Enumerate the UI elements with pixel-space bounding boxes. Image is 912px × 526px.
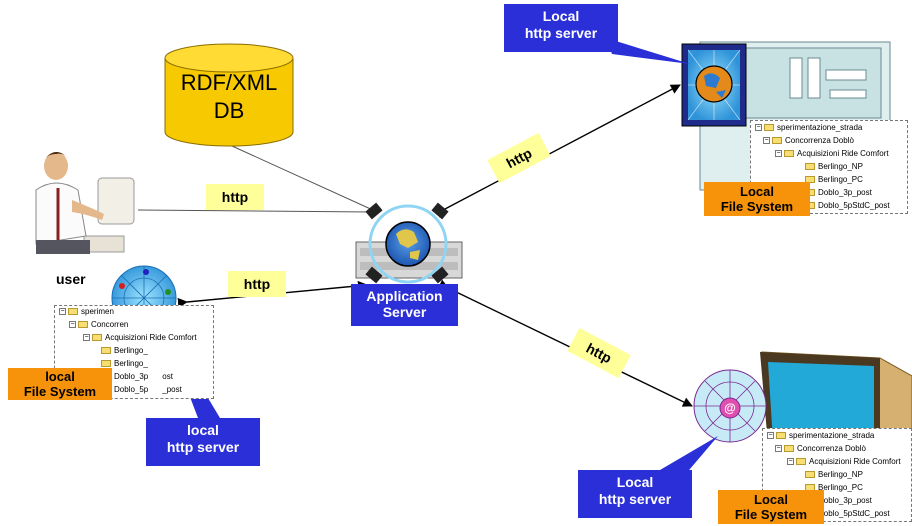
tree-item-label: Doblo_3p <box>114 372 149 381</box>
tree-row[interactable]: Berlingo_NP <box>805 470 863 480</box>
tree-item-label: Berlingo_PC <box>818 175 863 184</box>
folder-icon <box>776 432 786 440</box>
top-http-server-callout: Local http server <box>504 4 618 52</box>
tree-row[interactable]: Berlingo_ <box>101 359 148 369</box>
tree-row[interactable]: −Concorrenza Doblò <box>775 444 866 453</box>
folder-icon <box>68 308 78 316</box>
bottom-http-server-callout: Local http server <box>578 470 692 518</box>
tree-item-label: Doblo_3p_post <box>818 188 872 197</box>
database-icon <box>164 43 294 147</box>
globe-web-icon <box>681 43 747 127</box>
top-callout-line1: Local <box>542 8 580 24</box>
email-web-icon: @ <box>693 369 767 443</box>
local-http-server-callout: local http server <box>146 418 260 466</box>
left-file-system-label: local File System <box>8 368 112 400</box>
tree-row[interactable]: Doblo_3p_post <box>805 188 872 198</box>
svg-text:@: @ <box>724 401 736 415</box>
top-server-connector <box>434 84 681 218</box>
application-server-line1: Application <box>366 288 443 304</box>
tree-item-label: Acquisizioni Ride Comfort <box>105 333 197 342</box>
tree-item-suffix: _post <box>162 385 182 394</box>
bottom-fs-line2: File System <box>734 507 808 522</box>
tree-item-label: Berlingo_NP <box>818 162 863 171</box>
db-label-line1: RDF/XML <box>180 70 278 95</box>
folder-icon <box>805 471 815 479</box>
tree-item-label: sperimentazione_strada <box>789 431 875 440</box>
folder-icon <box>78 321 88 329</box>
tree-item-label: Doblo_5pStdC_post <box>818 509 890 518</box>
tree-row[interactable]: −sperimentazione_strada <box>755 123 863 132</box>
top-fs-line1: Local <box>740 184 774 199</box>
left-fs-line1: local <box>45 369 75 384</box>
user-connector <box>137 209 373 213</box>
folder-icon <box>772 137 782 145</box>
user-label: user <box>56 271 86 287</box>
tree-row[interactable]: −Concorren <box>69 320 129 329</box>
tree-row[interactable]: −Acquisizioni Ride Comfort <box>775 149 889 158</box>
tree-item-suffix: ost <box>162 372 173 381</box>
tree-row[interactable]: −sperimen <box>59 307 114 316</box>
top-callout-tail <box>606 38 690 64</box>
tree-row[interactable]: −Acquisizioni Ride Comfort <box>787 457 901 466</box>
tree-row[interactable]: Berlingo_ <box>101 346 148 356</box>
tree-row[interactable]: Doblo_5pStdC_post <box>805 201 890 211</box>
tree-row[interactable]: −Concorrenza Doblò <box>763 136 854 145</box>
left-callout-line1: local <box>187 422 219 438</box>
application-server-icon <box>355 202 463 284</box>
tree-row[interactable]: −Acquisizioni Ride Comfort <box>83 333 197 342</box>
tree-item-label: Berlingo_ <box>114 346 148 355</box>
local-http-label: http <box>228 271 286 297</box>
folder-icon <box>92 334 102 342</box>
tree-item-label: Doblo_5p <box>114 385 149 394</box>
top-right-file-system-label: Local File System <box>704 182 810 216</box>
bottom-callout-tail <box>660 436 718 476</box>
tree-item-label: sperimentazione_strada <box>777 123 863 132</box>
tree-item-label: Concorrenza Doblò <box>797 444 866 453</box>
application-server-label: Application Server <box>351 284 458 326</box>
folder-icon <box>784 445 794 453</box>
folder-icon <box>796 458 806 466</box>
tree-item-label: Berlingo_PC <box>818 483 863 492</box>
folder-icon <box>805 163 815 171</box>
db-label-line2: DB <box>213 98 245 123</box>
tree-row[interactable]: Berlingo_PC <box>805 175 863 185</box>
user-http-label: http <box>206 184 264 210</box>
tree-item-label: Berlingo_ <box>114 359 148 368</box>
bottom-right-file-system-label: Local File System <box>718 490 824 524</box>
folder-icon <box>101 347 111 355</box>
tree-item-label: Doblo_3p_post <box>818 496 872 505</box>
db-connector <box>231 145 376 212</box>
top-fs-line2: File System <box>720 199 794 214</box>
bottom-callout-line1: Local <box>616 474 654 490</box>
user-icon <box>35 152 135 254</box>
tree-row[interactable]: Berlingo_NP <box>805 162 863 172</box>
application-server-line2: Server <box>382 304 427 320</box>
left-fs-line2: File System <box>23 384 97 399</box>
tree-row[interactable]: −sperimentazione_strada <box>767 431 875 440</box>
top-callout-line2: http server <box>524 25 598 41</box>
tree-item-label: Concorren <box>91 320 129 329</box>
tree-item-label: sperimen <box>81 307 114 316</box>
folder-icon <box>764 124 774 132</box>
folder-icon <box>101 360 111 368</box>
bottom-callout-line2: http server <box>598 491 672 507</box>
left-callout-line2: http server <box>166 439 240 455</box>
folder-icon <box>784 150 794 158</box>
tree-row[interactable]: Doblo_5p _post <box>101 385 182 395</box>
tree-item-label: Doblo_5pStdC_post <box>818 201 890 210</box>
tree-item-label: Concorrenza Doblò <box>785 136 854 145</box>
tree-item-label: Acquisizioni Ride Comfort <box>809 457 901 466</box>
tree-item-label: Acquisizioni Ride Comfort <box>797 149 889 158</box>
bottom-fs-line1: Local <box>754 492 788 507</box>
tree-item-label: Berlingo_NP <box>818 470 863 479</box>
folder-icon <box>805 176 815 184</box>
